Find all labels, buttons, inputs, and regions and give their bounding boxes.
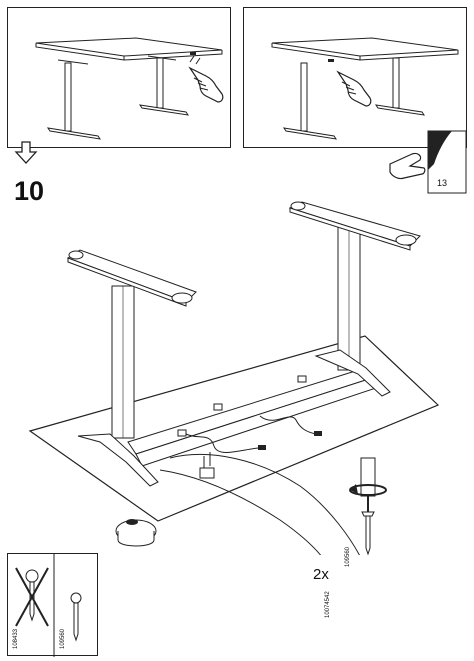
- quantity-label: 2x: [313, 566, 329, 583]
- main-assembly-illustration: [28, 201, 440, 555]
- rotation-arrow-icon: [349, 484, 387, 496]
- part-number-correct-screw: 109560: [60, 628, 66, 649]
- part-number-wrong-screw: 108433: [13, 628, 19, 649]
- panel-press-control: [7, 7, 231, 148]
- screwdriver-icon: [360, 457, 376, 512]
- part-number-bracket: 10074542: [325, 591, 331, 618]
- cross-out-icon: [15, 567, 49, 627]
- part-number-screw: 109560: [345, 546, 351, 567]
- hand-press-icon: [188, 55, 224, 103]
- step-number: 10: [14, 176, 45, 206]
- screw-comparison-illustration: [15, 554, 82, 657]
- desk-illustration-right: [271, 37, 459, 140]
- desk-illustration-left: [35, 37, 223, 140]
- hand-press-icon: [336, 70, 372, 107]
- page-turn-icon: [389, 130, 467, 194]
- screw-identification-box: [7, 553, 98, 657]
- page-reference: 13: [437, 178, 448, 188]
- down-arrow-icon: [14, 141, 38, 164]
- panel-release-control: [243, 7, 467, 148]
